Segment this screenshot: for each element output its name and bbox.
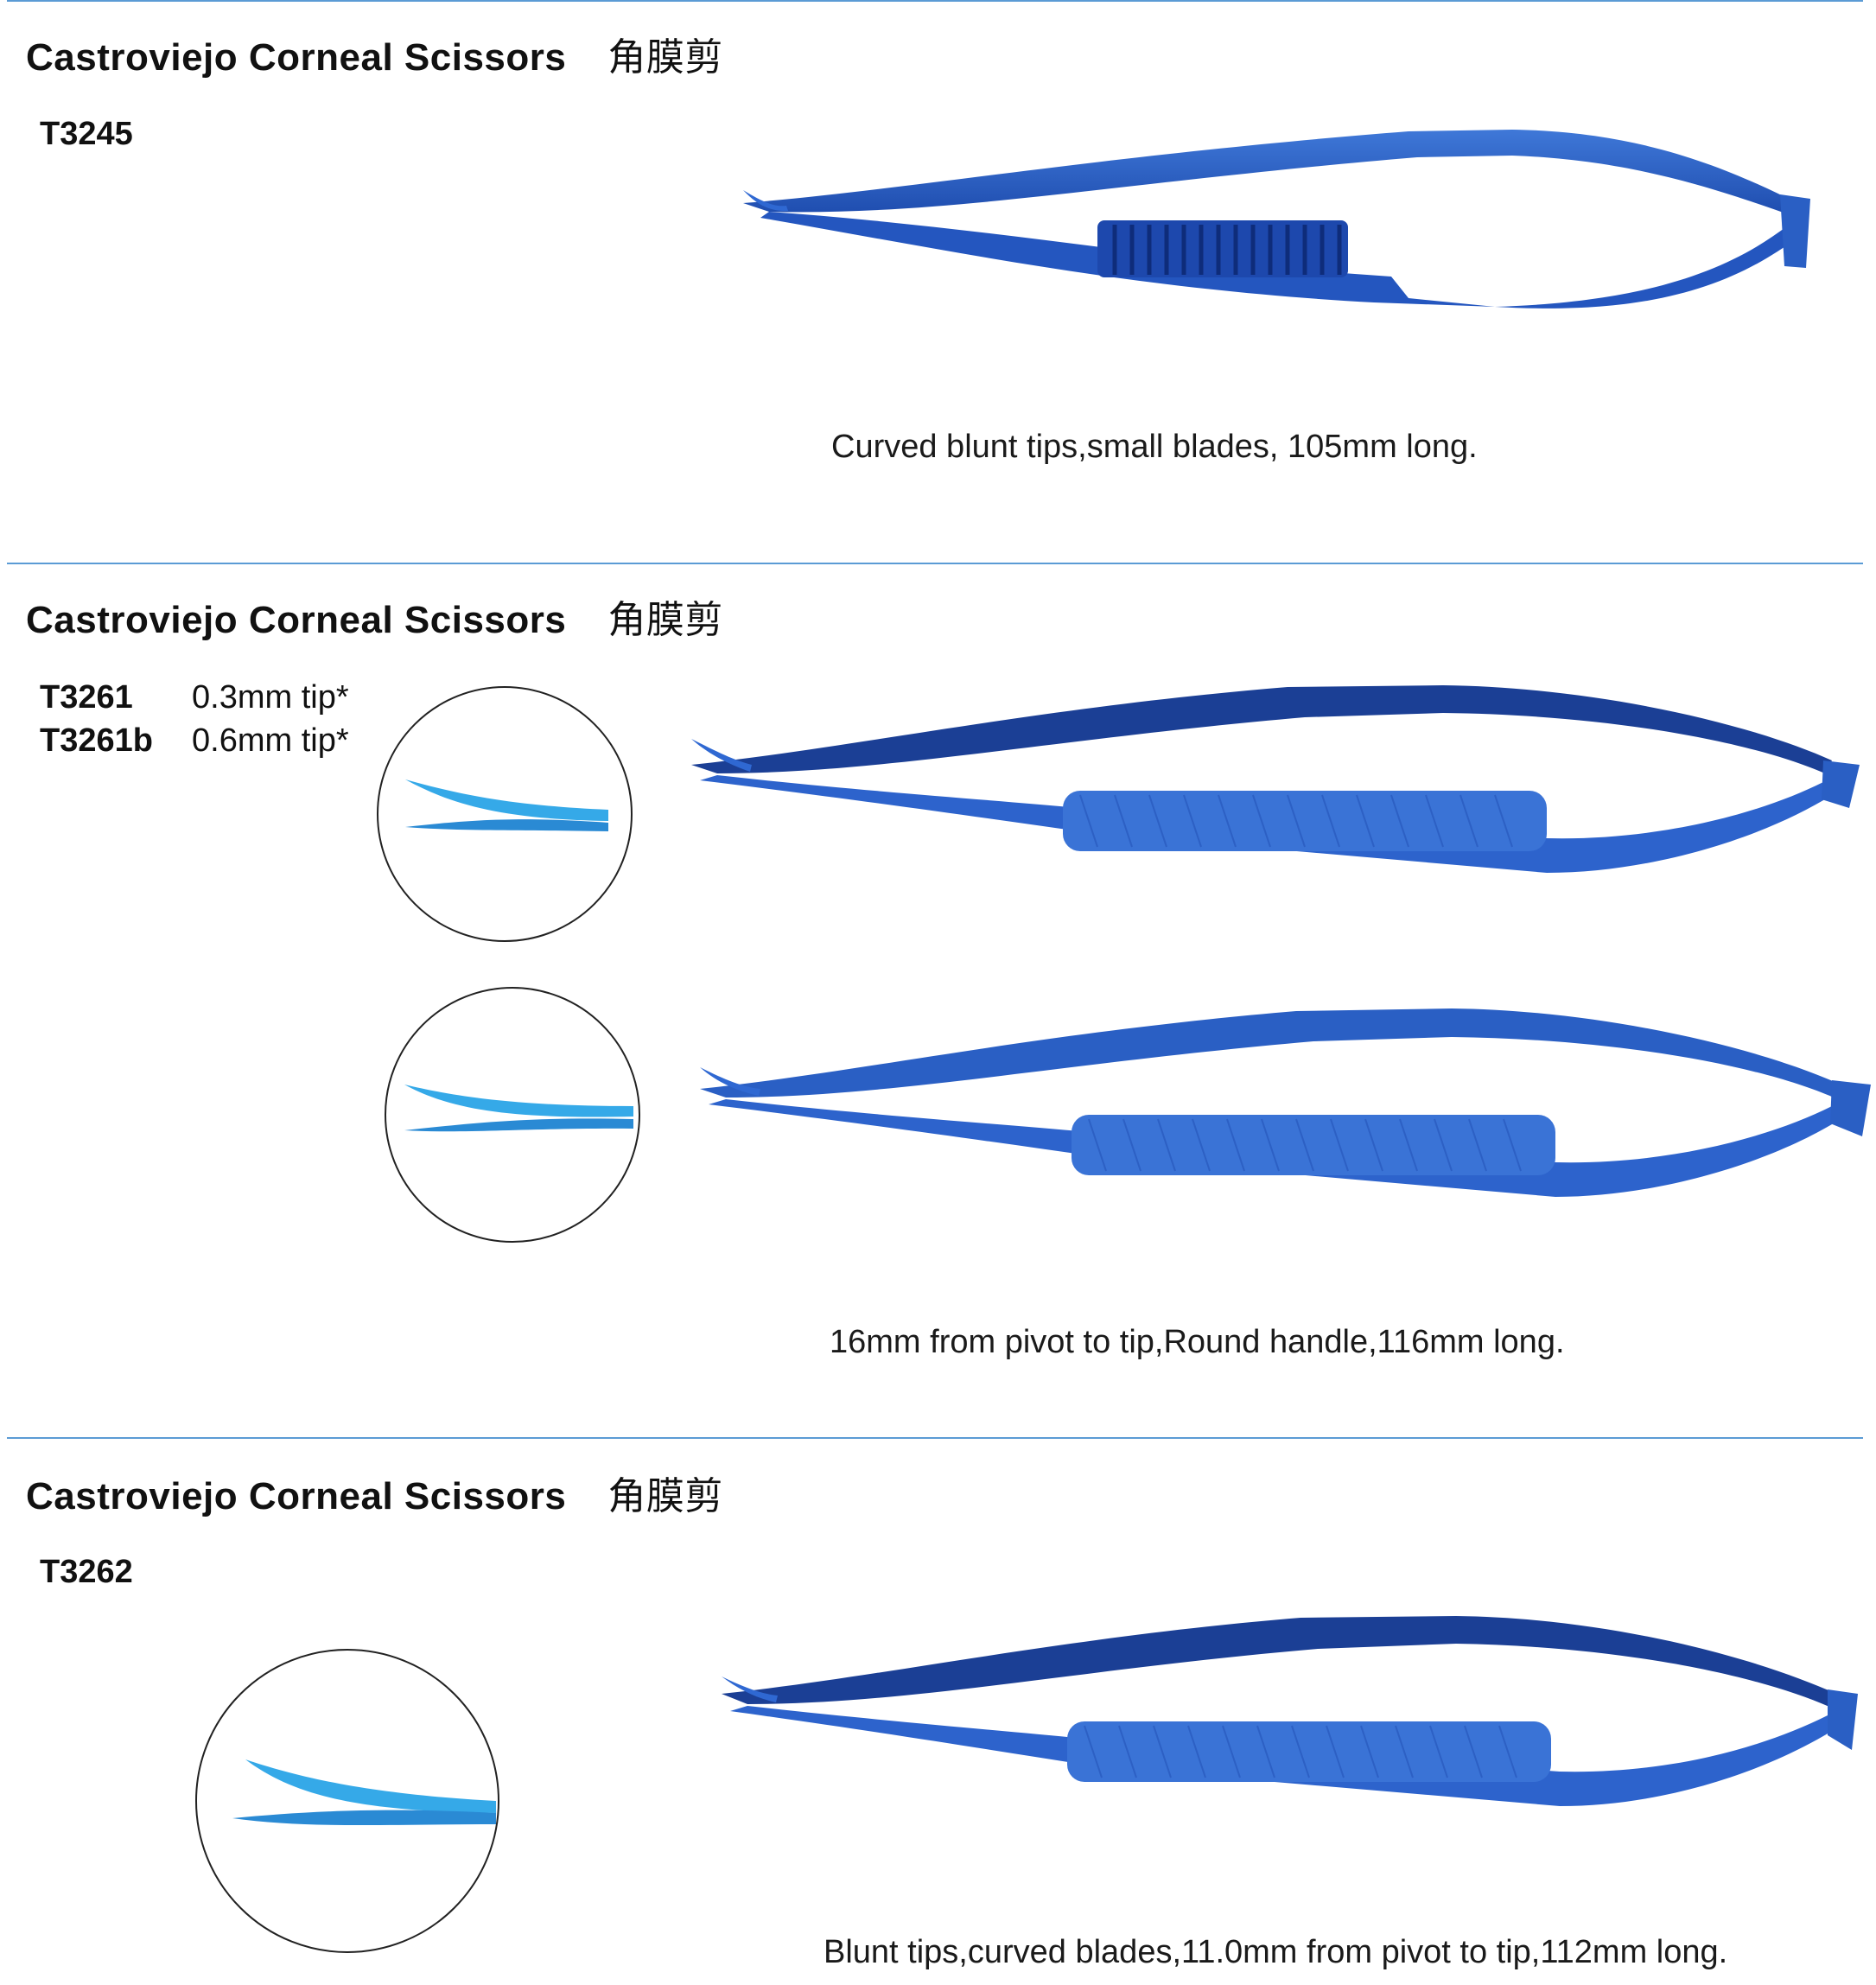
title-en: Castroviejo Corneal Scissors bbox=[26, 1475, 567, 1517]
section-title: Castroviejo Corneal Scissors 角膜剪 bbox=[26, 589, 723, 644]
title-cn: 角膜剪 bbox=[607, 35, 723, 80]
product-code: T3261b bbox=[40, 722, 153, 759]
scissors-image bbox=[722, 1616, 1858, 1806]
tip-size: 0.6mm tip* bbox=[192, 722, 349, 759]
product-description: Blunt tips,curved blades,11.0mm from piv… bbox=[824, 1934, 1728, 1970]
product-code: T3261 bbox=[40, 679, 133, 716]
product-description: Curved blunt tips,small blades, 105mm lo… bbox=[831, 429, 1478, 465]
product-description: 16mm from pivot to tip,Round handle,116m… bbox=[830, 1324, 1565, 1360]
tip-detail-image bbox=[385, 987, 640, 1243]
section-divider bbox=[7, 0, 1863, 2]
section-divider bbox=[7, 1437, 1863, 1439]
title-en: Castroviejo Corneal Scissors bbox=[26, 36, 567, 79]
scissors-image bbox=[691, 685, 1860, 873]
title-cn: 角膜剪 bbox=[607, 598, 723, 642]
section-title: Castroviejo Corneal Scissors 角膜剪 bbox=[26, 26, 723, 81]
section-divider bbox=[7, 563, 1863, 564]
product-code: T3245 bbox=[40, 116, 133, 152]
product-code: T3262 bbox=[40, 1554, 133, 1590]
tip-detail-image bbox=[377, 686, 633, 942]
tip-size: 0.3mm tip* bbox=[192, 679, 349, 716]
scissors-image bbox=[743, 130, 1810, 309]
title-cn: 角膜剪 bbox=[607, 1474, 723, 1518]
section-title: Castroviejo Corneal Scissors 角膜剪 bbox=[26, 1465, 723, 1520]
title-en: Castroviejo Corneal Scissors bbox=[26, 599, 567, 641]
tip-detail-image bbox=[195, 1649, 499, 1953]
scissors-image bbox=[700, 1008, 1871, 1197]
